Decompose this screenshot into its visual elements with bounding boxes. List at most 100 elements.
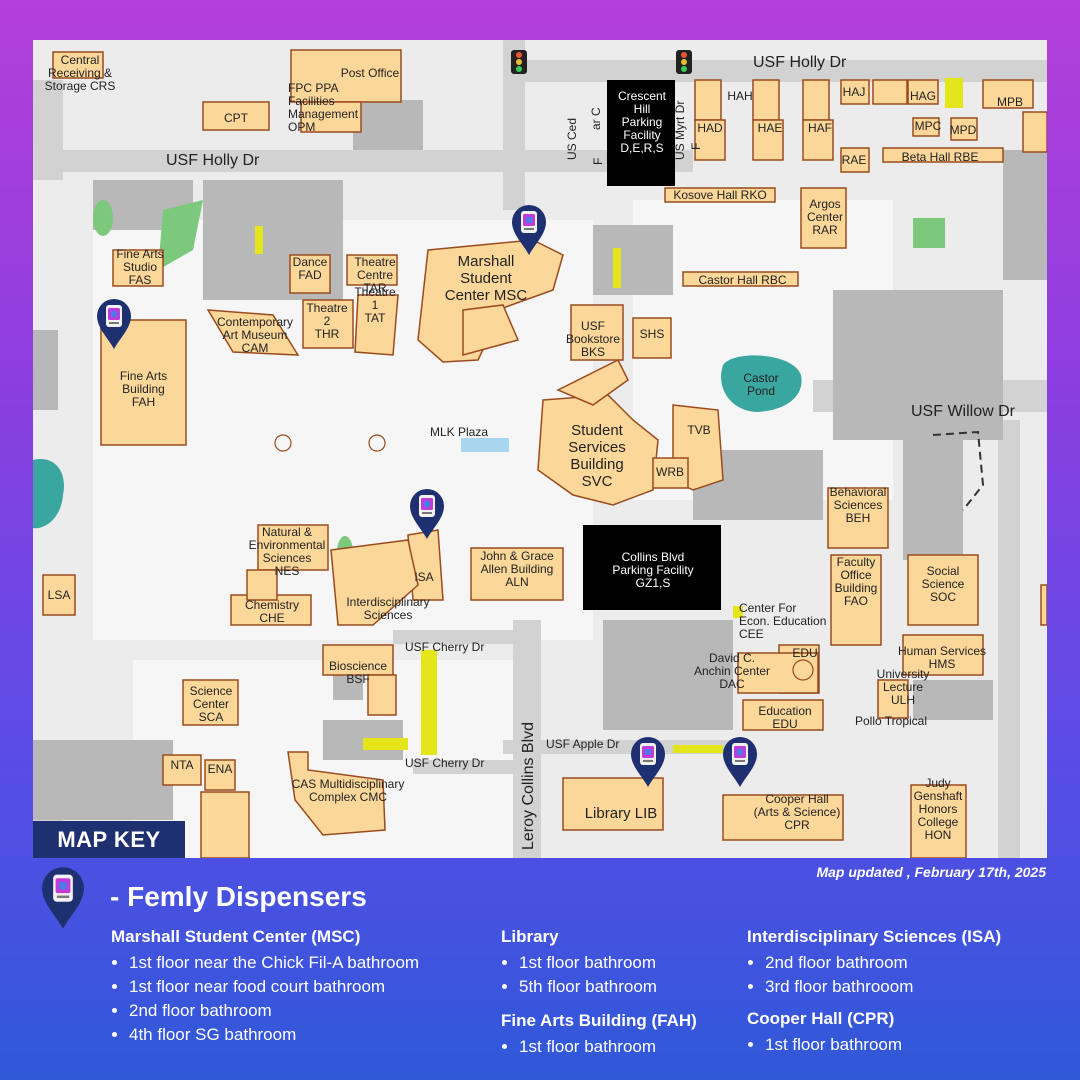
list-item: 3rd floor bathrooom: [765, 975, 1047, 999]
building-label: TVB: [687, 423, 711, 437]
street-label: F: [689, 142, 703, 150]
building-label: Contemporary Art Museum CAM: [216, 315, 294, 355]
building-label: Theatre 2 THR: [306, 301, 348, 341]
map-pin-icon: [40, 866, 86, 930]
legend-isa: Interdisciplinary Sciences (ISA) 2nd flo…: [747, 927, 1047, 1069]
street-label: Leroy Collins Blvd: [520, 721, 537, 850]
building-label: Pollo Tropical: [854, 714, 928, 728]
building-label: ENA: [207, 762, 233, 776]
building-label: Castor Hall RBC: [698, 273, 787, 287]
list-item: 5th floor bathroom: [519, 975, 731, 999]
map-pin-icon[interactable]: [630, 736, 666, 788]
map-pin-icon[interactable]: [409, 488, 445, 540]
legend-library: Library 1st floor bathroom 5th floor bat…: [501, 927, 731, 1071]
building-label: David C. Anchin Center DAC: [693, 651, 771, 691]
building-label: Bioscience BSF: [328, 659, 388, 686]
building-label: Interdisciplinary Sciences: [346, 595, 430, 622]
map-updated-date: Map updated , February 17th, 2025: [816, 864, 1046, 880]
building-label: Kosove Hall RKO: [673, 188, 767, 202]
map-pin-icon[interactable]: [96, 298, 132, 350]
building-label: USF Bookstore BKS: [565, 319, 621, 359]
street-label: USF Willow Dr: [911, 403, 1015, 420]
street-label: ar C: [589, 107, 603, 130]
building-label: Theatre 1 TAT: [354, 285, 396, 325]
building-label: Social Science SOC: [921, 564, 965, 604]
traffic-light-icon: [676, 50, 692, 74]
building-label: HAD: [697, 121, 723, 135]
building-label: Post Office: [340, 66, 400, 80]
building-label: HAJ: [842, 85, 866, 99]
building-label: Human Services HMS: [897, 644, 987, 671]
building-label: HAE: [757, 121, 783, 135]
list-item: 1st floor bathroom: [765, 1033, 1047, 1057]
building-label: Education EDU: [758, 704, 812, 731]
list-item: 2nd floor bathroom: [765, 951, 1047, 975]
list-item: 2nd floor bathroom: [129, 999, 491, 1023]
building-label: Center For Econ. Education CEE: [739, 601, 827, 641]
legend-heading: Cooper Hall (CPR): [747, 1009, 895, 1028]
building-label: WRB: [656, 465, 684, 479]
legend-heading: Interdisciplinary Sciences (ISA): [747, 927, 1002, 946]
campus-map[interactable]: USF Holly Dr USF Holly Dr USF Willow Dr …: [33, 40, 1047, 858]
building-label: ISA: [414, 570, 434, 584]
building-label: MLK Plaza: [429, 425, 489, 439]
street-label: US Ced: [565, 117, 579, 160]
building-label: Central Receiving & Storage CRS: [44, 53, 116, 93]
map-pin-icon[interactable]: [511, 204, 547, 256]
list-item: 1st floor near the Chick Fil-A bathroom: [129, 951, 491, 975]
building-label: Chemistry CHE: [244, 598, 299, 625]
building-label: Dance FAD: [292, 255, 328, 282]
list-item: 1st floor bathroom: [519, 1035, 731, 1059]
building-label: Fine Arts Building FAH: [119, 369, 168, 409]
legend-title: - Femly Dispensers: [110, 881, 367, 912]
map-key-badge: MAP KEY: [33, 821, 185, 858]
building-label: MPD: [949, 123, 977, 137]
building-label: Library LIB: [584, 805, 658, 822]
building-label: Castor Pond: [743, 371, 779, 398]
building-label: NTA: [170, 758, 194, 772]
building-label: MPC: [914, 119, 942, 133]
building-label: Crescent Hill Parking Facility D,E,R,S: [617, 89, 667, 155]
building-label: Student Services Building SVC: [568, 422, 626, 490]
street-label: USF Apple Dr: [546, 737, 620, 751]
building-label: FPC PPA Facilities Management OPM: [288, 81, 359, 134]
building-label: HAG: [909, 89, 936, 103]
building-label: Marshall Student Center MSC: [444, 253, 528, 304]
building-label: CAS Multidisciplinary Complex CMC: [291, 777, 405, 804]
building-label: RAE: [841, 153, 867, 167]
building-label: University Lecture ULH: [876, 667, 930, 707]
list-item: 1st floor near food court bathroom: [129, 975, 491, 999]
building-label: Behavioral Sciences BEH: [829, 485, 887, 525]
building-label: Natural & Environmental Sciences NES: [248, 525, 326, 578]
building-label: Judy Genshaft Honors College HON: [913, 776, 963, 842]
building-label: LSA: [47, 588, 71, 602]
building-label: Theatre Centre TAR: [354, 255, 396, 295]
legend-heading: Fine Arts Building (FAH): [501, 1011, 697, 1030]
building-label: Fine Arts Studio FAS: [116, 247, 164, 287]
building-label: Collins Blvd Parking Facility GZ1,S: [612, 550, 694, 590]
street-label: USF Holly Dr: [753, 54, 847, 71]
building-label: HAH: [727, 89, 753, 103]
building-label: Faculty Office Building FAO: [834, 555, 878, 608]
map-pin-icon[interactable]: [722, 736, 758, 788]
map-base: [33, 40, 1047, 858]
building-label: Cooper Hall (Arts & Science) CPR: [753, 792, 841, 832]
building-label: Science Center SCA: [189, 684, 233, 724]
building-label: EDU: [792, 646, 818, 660]
legend-heading: Marshall Student Center (MSC): [111, 927, 361, 946]
building-label: John & Grace Allen Building ALN: [480, 549, 554, 589]
legend-heading: Library: [501, 927, 559, 946]
street-label: USF Holly Dr: [166, 152, 260, 169]
street-label: USF Cherry Dr: [405, 756, 485, 770]
traffic-light-icon: [511, 50, 527, 74]
building-label: MPB: [996, 95, 1023, 109]
building-label: CPT: [224, 111, 248, 125]
legend-msc: Marshall Student Center (MSC) 1st floor …: [111, 927, 491, 1059]
list-item: 1st floor bathroom: [519, 951, 731, 975]
street-label: USF Cherry Dr: [405, 640, 485, 654]
building-label: HAF: [808, 121, 832, 135]
building-label: SHS: [639, 327, 665, 341]
list-item: 4th floor SG bathroom: [129, 1023, 491, 1047]
street-label: F: [591, 157, 605, 165]
building-label: Beta Hall RBE: [901, 150, 979, 164]
